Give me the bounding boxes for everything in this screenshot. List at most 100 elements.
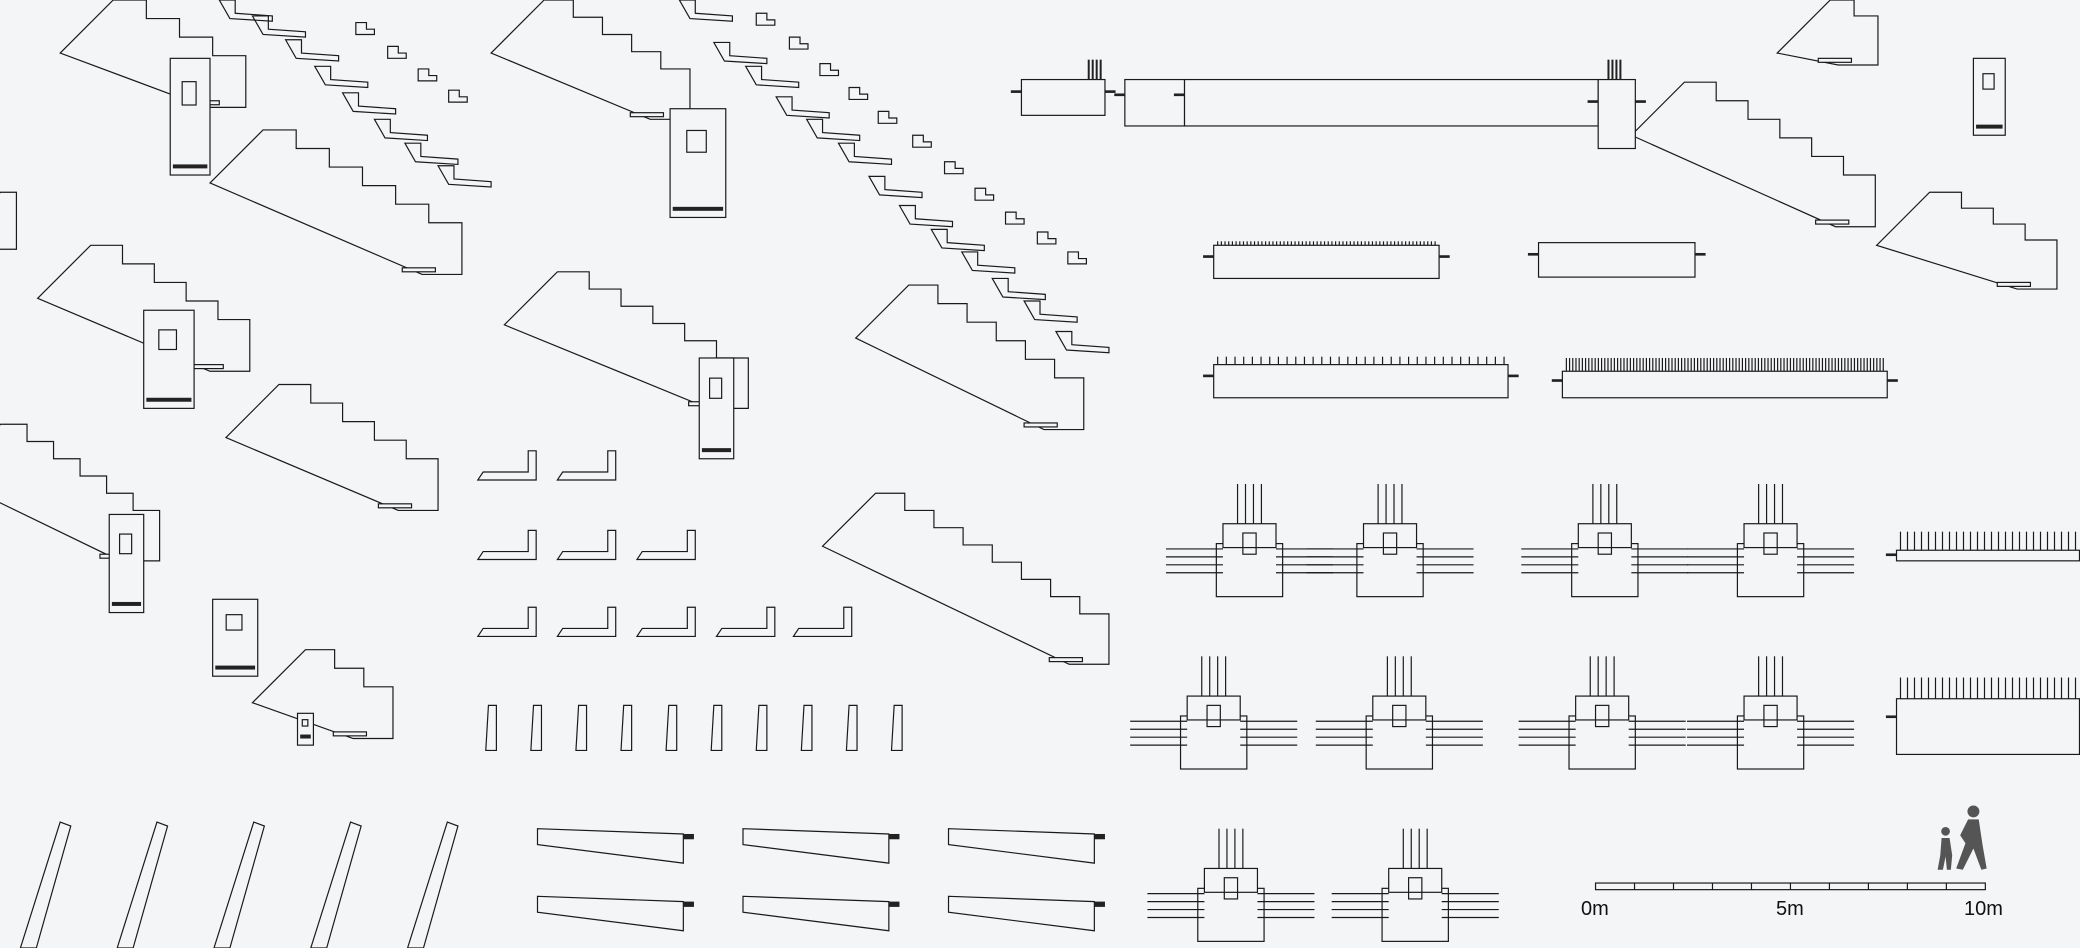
stair-flight — [854, 284, 1085, 431]
l-tread — [476, 450, 537, 481]
node-opening — [1242, 532, 1257, 555]
stair-base-plate — [1048, 657, 1084, 663]
stair-flight — [36, 244, 251, 372]
stair-base-plate — [377, 503, 413, 509]
stair-core — [212, 598, 259, 677]
step-profile — [437, 165, 492, 188]
l-tread — [556, 606, 617, 638]
tapered-beam — [947, 895, 1095, 932]
node-opening — [1382, 532, 1398, 555]
small-step-profile — [387, 45, 407, 59]
node-opening — [1597, 532, 1613, 555]
small-step-profile — [943, 161, 964, 175]
tapered-post — [755, 704, 768, 752]
tapered-post — [710, 704, 723, 752]
step-profile — [898, 204, 954, 228]
beam-connector — [1094, 833, 1105, 840]
rebar-bundle — [1611, 59, 1614, 80]
l-tread — [476, 606, 537, 638]
connection-node — [1568, 715, 1636, 770]
step-profile — [1023, 300, 1078, 323]
rebar-bundle — [1099, 59, 1102, 80]
node-opening — [1763, 532, 1778, 555]
rebar-bundle — [1615, 59, 1618, 80]
small-step-profile — [912, 134, 932, 148]
small-step-profile — [417, 68, 438, 82]
core-opening — [708, 377, 723, 399]
l-tread — [556, 529, 617, 561]
beam-end-rod — [1587, 100, 1599, 103]
step-profile — [678, 0, 733, 22]
node-opening — [1392, 704, 1407, 728]
step-profile — [960, 251, 1016, 274]
stair-base-plate — [629, 112, 665, 118]
connection-node — [1197, 887, 1265, 942]
scale-label-10: 10m — [1964, 898, 2003, 920]
tapered-post — [575, 704, 588, 752]
tapered-post — [485, 704, 497, 752]
beam-end-block — [1124, 78, 1186, 127]
beam-end-rod — [1887, 379, 1898, 382]
tapered-post — [620, 704, 633, 752]
beam-connector — [683, 901, 694, 907]
tapered-post — [890, 704, 903, 752]
step-profile — [991, 277, 1046, 301]
misc-elements — [19, 704, 1105, 948]
beam-end-rod — [1885, 715, 1897, 719]
connection-node — [1571, 543, 1639, 598]
beam-end-block — [1020, 78, 1106, 116]
beam-end-rod — [1439, 255, 1450, 258]
beam — [1213, 364, 1509, 399]
beam-end-rod — [1508, 374, 1519, 378]
core-opening — [181, 81, 197, 106]
l-tread — [635, 529, 696, 561]
rebar-bundle — [1087, 59, 1090, 80]
long-beam — [1183, 78, 1599, 127]
step-profile — [251, 15, 307, 38]
scale-label-5: 5m — [1776, 898, 1804, 920]
beam-end-rod — [1551, 379, 1563, 382]
l-tread — [556, 450, 617, 481]
node-cap — [1372, 695, 1427, 721]
node-cap — [1186, 695, 1241, 721]
step-profile — [341, 92, 397, 115]
stair-flight — [1630, 81, 1876, 228]
step-profile — [1054, 330, 1110, 354]
node-cap — [1222, 523, 1277, 549]
connection-node — [1736, 543, 1805, 598]
diagonal-column — [213, 821, 266, 948]
small-step-profile — [819, 63, 840, 77]
l-tread — [792, 606, 853, 638]
beam-connector — [888, 833, 900, 840]
small-step-profile — [755, 12, 776, 26]
core-base — [300, 734, 311, 739]
node-opening — [1206, 704, 1221, 728]
connection-node — [1179, 715, 1248, 770]
stair-flight — [821, 492, 1110, 665]
node-cap — [1575, 695, 1630, 721]
step-profile — [837, 142, 893, 166]
tapered-beam — [742, 895, 890, 932]
core-base — [701, 448, 732, 453]
stair-flight — [490, 0, 691, 120]
core-base — [215, 665, 256, 670]
stair-core — [1972, 57, 2006, 136]
tapered-beam — [536, 895, 684, 932]
core-opening — [686, 129, 707, 153]
connection-node — [1736, 715, 1805, 770]
beam-end-rod — [1203, 374, 1214, 378]
stair-core — [143, 309, 195, 409]
node-cap — [1743, 695, 1798, 721]
tapered-post — [530, 704, 543, 752]
stair-flight — [1775, 0, 1879, 66]
small-step-profile — [788, 36, 809, 50]
step-profile — [930, 228, 985, 252]
diagonal-column — [116, 821, 169, 948]
scale-bar-ticks — [1633, 883, 1947, 890]
stair-base-plate — [189, 364, 224, 370]
small-step-profile — [355, 21, 376, 36]
beam-end-rod — [1635, 100, 1646, 103]
stair-base-plate — [1815, 219, 1850, 225]
small-step-profile — [1004, 211, 1025, 225]
diagonal-column — [310, 821, 362, 948]
